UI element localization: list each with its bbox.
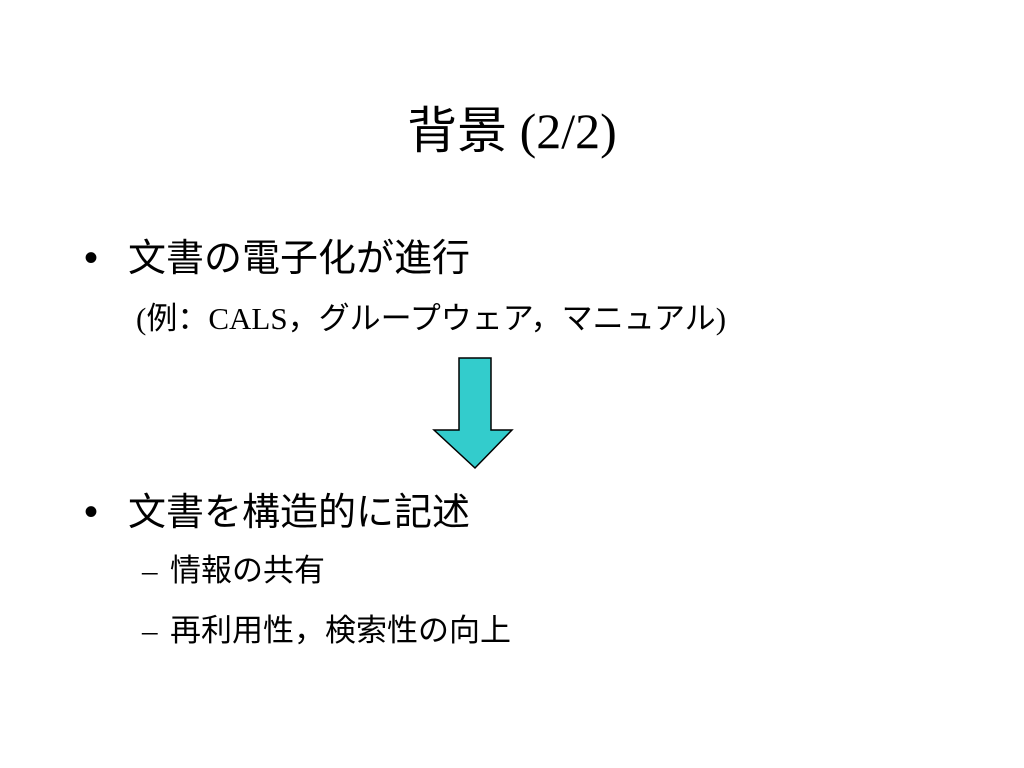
- arrow-down-icon: [432, 357, 514, 470]
- title-main: 背景: [407, 102, 508, 160]
- bullet-marker: •: [84, 490, 99, 534]
- example-open-paren: (: [136, 301, 147, 336]
- sub-item-text: 情報の共有: [170, 553, 325, 589]
- sub-item-reuse-search: –再利用性，検索性の向上: [142, 608, 511, 654]
- example-line: (例：CALS，グループウェア，マニュアル): [136, 294, 726, 344]
- title-page-indicator: (2/2): [507, 103, 617, 159]
- sub-item-info-sharing: –情報の共有: [142, 548, 325, 594]
- bullet-item-digitization: • 文書の電子化が進行: [84, 230, 470, 294]
- example-acronym: CALS: [208, 301, 288, 336]
- example-close-paren: ): [715, 301, 727, 336]
- sub-item-text: 再利用性，検索性の向上: [170, 613, 511, 649]
- bullet-text: 文書の電子化が進行: [128, 236, 471, 280]
- slide-title: 背景 (2/2): [0, 96, 1024, 166]
- arrow-down-shape: [432, 357, 514, 470]
- example-items: ，グループウェア，マニュアル: [287, 301, 716, 337]
- sub-item-dash: –: [142, 553, 158, 588]
- sub-item-dash: –: [142, 613, 158, 648]
- bullet-marker: •: [84, 236, 99, 280]
- example-label: 例：: [146, 301, 209, 337]
- bullet-text: 文書を構造的に記述: [128, 490, 471, 534]
- bullet-item-structured: • 文書を構造的に記述: [84, 484, 470, 548]
